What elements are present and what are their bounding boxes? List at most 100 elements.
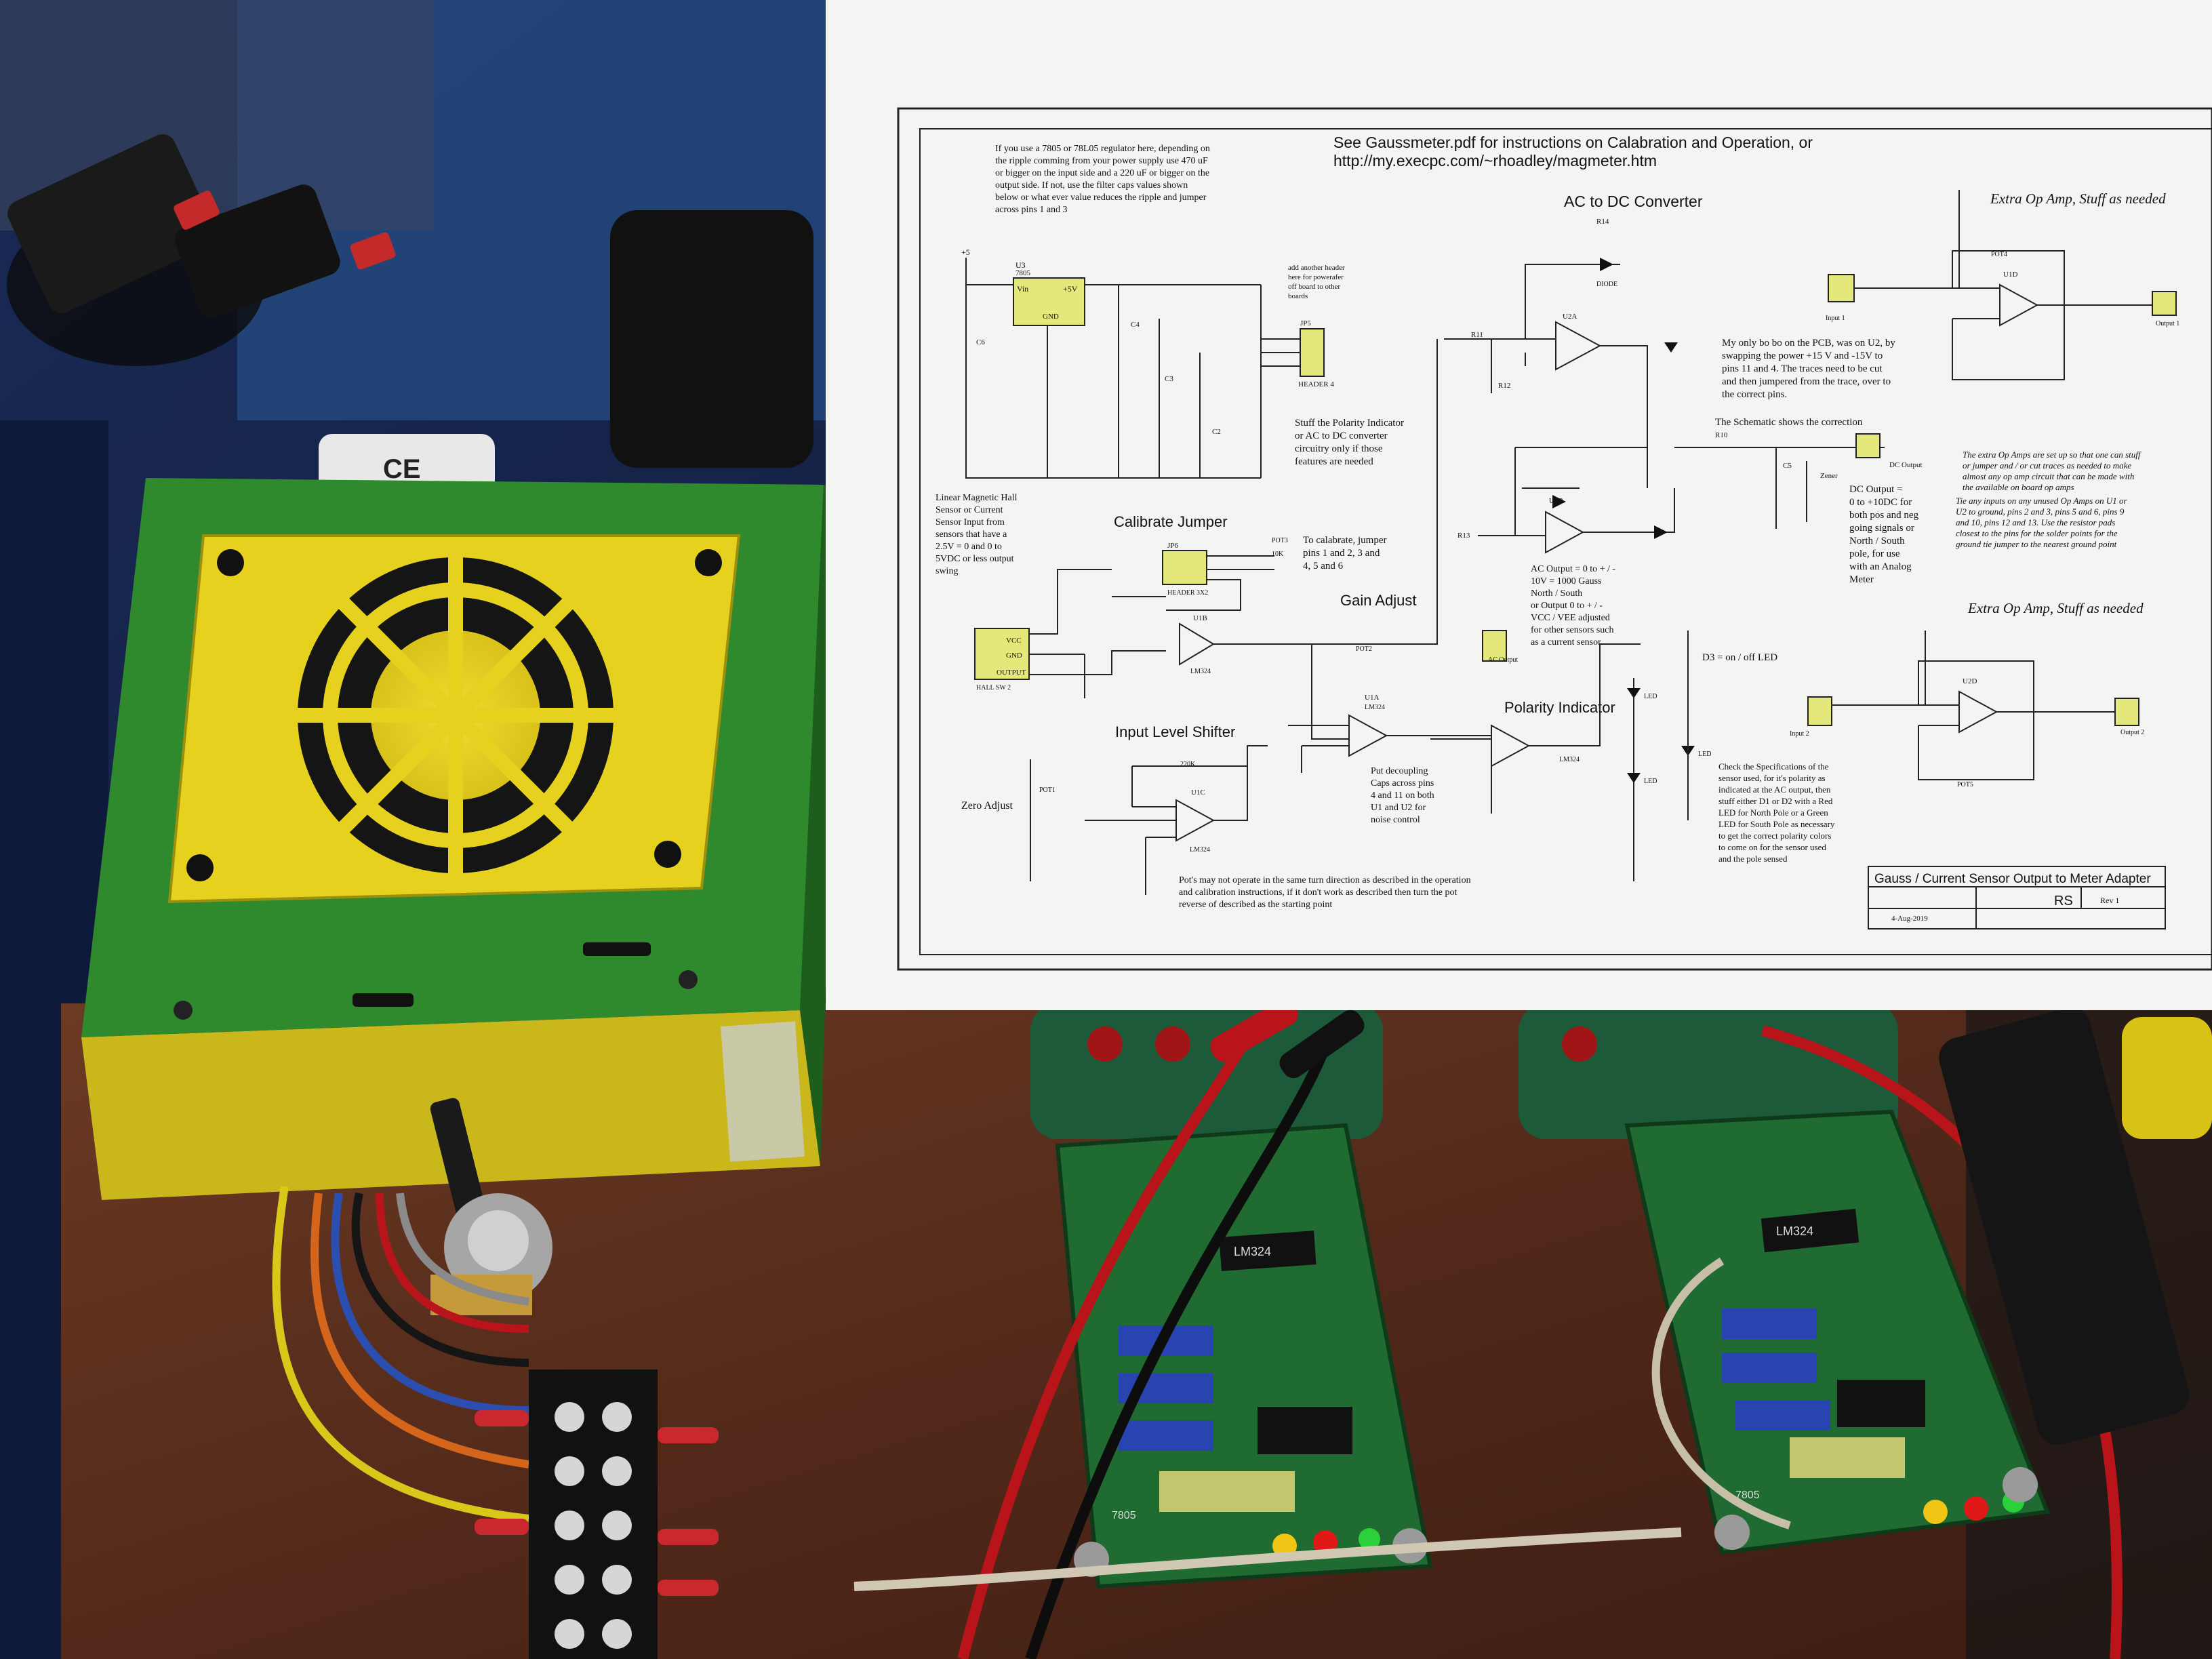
note-regulator-l6: across pins 1 and 3 — [995, 205, 1068, 215]
note-ac-output-l3: North / South — [1531, 588, 1582, 599]
note-polarity-stuff-l4: features are needed — [1295, 456, 1373, 467]
res-r13: R13 — [1457, 532, 1470, 540]
note-dc-output-l4: going signals or — [1849, 523, 1914, 534]
note-d3: D3 = on / off LED — [1702, 652, 1777, 663]
title-block-date: 4-Aug-2019 — [1891, 915, 1928, 923]
note-pcb-l4: and then jumpered from the trace, over t… — [1722, 376, 1891, 387]
res-r12: R12 — [1498, 382, 1510, 390]
fan-screw-tr — [695, 549, 722, 576]
note-extra-opamps-l6: U2 to ground, pins 2 and 3, pins 5 and 6… — [1956, 506, 2125, 517]
pot-shaft — [430, 1098, 488, 1228]
note-extra-opamps-l3: almost any op amp circuit that can be ma… — [1963, 471, 2134, 481]
pcb-right-led-yellow — [1923, 1500, 1948, 1524]
pcb-left-led-red — [1313, 1530, 1338, 1555]
lead-black-left — [1025, 1035, 1334, 1659]
reg-u3-ref: U3 — [1015, 260, 1026, 270]
fan-spoke-4 — [334, 593, 578, 838]
led-label-3: LED — [1698, 751, 1711, 758]
header-jp4 — [1807, 696, 1832, 726]
pcb-right: LM324 7805 — [1624, 1109, 2051, 1555]
note-calibrate-l3: 4, 5 and 6 — [1303, 561, 1344, 572]
note-regulator-l1: If you use a 7805 or 78L05 regulator her… — [995, 144, 1210, 154]
opamp-u2a-ref: U2A — [1563, 313, 1577, 321]
hall-sensor-vcc: VCC — [1006, 637, 1022, 645]
note-regulator: If you use a 7805 or 78L05 regulator her… — [995, 144, 1210, 215]
pcb-right-led-red — [1964, 1496, 1988, 1521]
note-specs-l2: sensor used, for it's polarity as — [1718, 773, 1826, 783]
opamp-u1c-part: LM324 — [1190, 846, 1210, 854]
pot1-label: POT1 — [1039, 786, 1055, 794]
opamp-u1b-part: LM324 — [1190, 668, 1211, 675]
pcb-left-board — [1055, 1123, 1433, 1589]
note-pcb-l5: the correct pins. — [1722, 389, 1787, 400]
pcb-right-chip-bottom — [1837, 1380, 1925, 1427]
crimp-lug-5 — [658, 1580, 719, 1596]
calibrate-wires — [1166, 555, 1274, 611]
header-jp6 — [1162, 550, 1207, 585]
meter-jack-1 — [1087, 1026, 1123, 1062]
reg-u3-gnd: GND — [1043, 313, 1059, 321]
case-screw-1 — [174, 1001, 193, 1020]
note-pcb: My only bo bo on the PCB, was on U2, by … — [1722, 338, 1895, 400]
res-r10: R10 — [1715, 431, 1728, 439]
header-jp1 — [1482, 630, 1507, 662]
opamp-u2a — [1555, 321, 1602, 371]
fan-screw-bl — [186, 854, 214, 881]
note-header-l3: off board to other — [1288, 283, 1340, 291]
led-label-1: LED — [1644, 693, 1657, 700]
note-specs-l4: stuff either D1 or D2 with a Red — [1718, 796, 1833, 806]
cap-c5: C5 — [1783, 462, 1792, 470]
fan-screw-br — [654, 841, 681, 868]
title-ac-dc: AC to DC Converter — [1564, 193, 1703, 210]
note-regulator-l3: or bigger on the input side and a 220 uF… — [995, 168, 1209, 178]
note-hall: Linear Magnetic Hall Sensor or Current S… — [936, 493, 1018, 576]
terminal-body — [529, 1370, 658, 1659]
led-d2 — [1627, 773, 1641, 783]
header-jp5 — [1300, 328, 1325, 377]
note-pcb-l1: My only bo bo on the PCB, was on U2, by — [1722, 338, 1895, 348]
pcb-right-standoff-1 — [1714, 1515, 1750, 1550]
opamp-u2d — [1958, 690, 1998, 734]
pcb-left-chip-bottom — [1258, 1407, 1352, 1454]
note-ac-output-l4: or Output 0 to + / - — [1531, 601, 1603, 611]
case-vent-1 — [353, 993, 414, 1007]
note-header-l2: here for powerafer — [1288, 273, 1344, 281]
note-hall-l4: sensors that have a — [936, 529, 1007, 540]
note-calibrate-l1: To calabrate, jumper — [1303, 535, 1386, 546]
cap-c2: C2 — [1212, 428, 1221, 436]
tool-black — [1939, 1007, 2190, 1445]
header-output2 — [2114, 698, 2139, 726]
header-jp3 — [1855, 433, 1881, 458]
terminal-screw-5 — [555, 1511, 584, 1540]
title-block: Gauss / Current Sensor Output to Meter A… — [1868, 866, 2166, 930]
pcb-right-reg-label: 7805 — [1735, 1490, 1760, 1501]
header-jp2 — [1828, 274, 1855, 302]
cap-c3: C3 — [1165, 375, 1173, 383]
pot3-value: 10K — [1272, 551, 1284, 558]
sd-card-red-1 — [174, 191, 220, 230]
shifter-wires — [1030, 745, 1268, 895]
sd-card-red-2 — [350, 232, 396, 270]
paper-border-inner — [919, 128, 2212, 955]
zener-label: Zener — [1820, 472, 1838, 480]
title-calibrate: Calibrate Jumper — [1114, 513, 1228, 530]
terminal-screw-6 — [602, 1511, 632, 1540]
diode-d4-label: DIODE — [1596, 281, 1617, 288]
header-jp3-label: DC Output — [1889, 461, 1923, 469]
pcb-right-caps — [1790, 1437, 1905, 1478]
note-decoupling-l4: U1 and U2 for — [1371, 803, 1426, 813]
note-dc-output-l6: pole, for use — [1849, 548, 1900, 559]
supply-label — [721, 1021, 805, 1162]
note-extra-opamps-l7: and 10, pins 12 and 13. Use the resistor… — [1956, 517, 2115, 527]
note-specs-l9: and the pole sensed — [1718, 854, 1788, 864]
diode-d5 — [1664, 342, 1678, 353]
lead-gray — [1651, 1257, 1791, 1530]
note-pcb-l3: pins 11 and 4. The traces need to be cut — [1722, 363, 1883, 374]
terminal-screw-8 — [602, 1565, 632, 1595]
note-extra-opamps-l4: the available on board op amps — [1963, 482, 2074, 492]
reg-u3-part: 7805 — [1015, 269, 1031, 277]
note-extra-opamps-l9: ground tie jumper to the nearest ground … — [1956, 539, 2117, 549]
note-decoupling-l5: noise control — [1371, 815, 1420, 825]
title-gain: Gain Adjust — [1340, 592, 1417, 609]
